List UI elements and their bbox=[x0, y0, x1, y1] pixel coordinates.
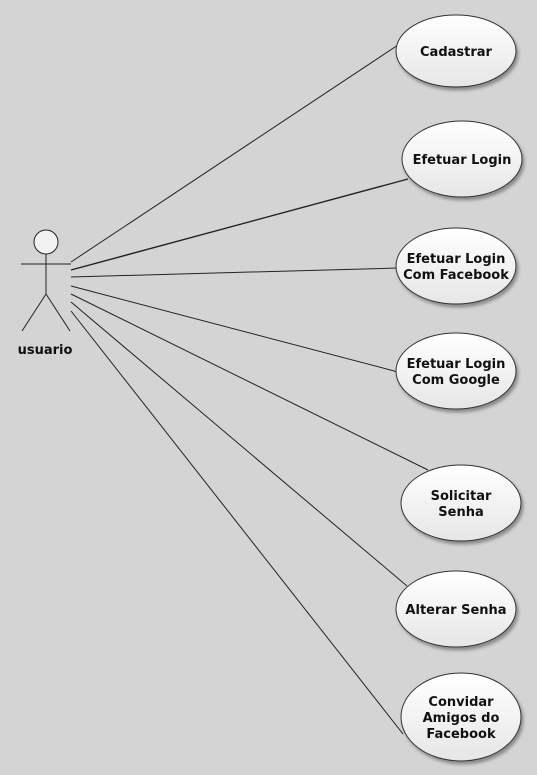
use-case-label: Alterar Senha bbox=[405, 603, 506, 618]
association-line-cadastrar bbox=[70, 44, 399, 263]
use-case-label: Amigos do bbox=[423, 711, 500, 726]
use-case-label: Solicitar bbox=[431, 489, 492, 504]
actor-right-leg bbox=[45, 293, 71, 332]
actor-head bbox=[33, 229, 59, 255]
use-case-label: Efetuar Login bbox=[407, 357, 506, 372]
associations bbox=[70, 44, 429, 735]
use-case-ellipse bbox=[395, 332, 517, 410]
association-line-alterar-senha bbox=[70, 301, 408, 587]
use-case-cadastrar[interactable]: Cadastrar bbox=[395, 14, 517, 88]
use-case-ellipse bbox=[395, 570, 517, 648]
use-case-label: Com Facebook bbox=[403, 268, 509, 283]
use-case-alterar-senha[interactable]: Alterar Senha bbox=[395, 570, 517, 648]
use-case-label: Efetuar Login bbox=[413, 153, 512, 168]
use-case-label: Senha bbox=[438, 505, 483, 520]
use-case-label: Cadastrar bbox=[420, 45, 493, 60]
association-line-solicitar-senha bbox=[70, 293, 429, 471]
use-case-label: Com Google bbox=[412, 373, 500, 388]
association-line-efetuar-login-facebook bbox=[70, 267, 399, 278]
association-line-efetuar-login bbox=[70, 178, 409, 271]
actor-usuario: usuario bbox=[18, 229, 73, 358]
actor-label: usuario bbox=[18, 343, 73, 358]
use-case-ellipse bbox=[400, 464, 522, 542]
association-line-efetuar-login-google bbox=[70, 285, 399, 373]
association-line-convidar-amigos bbox=[70, 310, 404, 735]
actor-left-leg bbox=[21, 293, 47, 332]
use-case-efetuar-login[interactable]: Efetuar Login bbox=[401, 120, 523, 198]
use-case-ellipse bbox=[395, 14, 517, 88]
use-case-ellipse bbox=[395, 227, 517, 305]
use-case-ellipse bbox=[400, 672, 522, 762]
use-case-label: Efetuar Login bbox=[407, 252, 506, 267]
use-case-ellipse bbox=[401, 120, 523, 198]
use-case-label: Convidar bbox=[428, 695, 494, 710]
use-case-label: Facebook bbox=[426, 727, 496, 742]
